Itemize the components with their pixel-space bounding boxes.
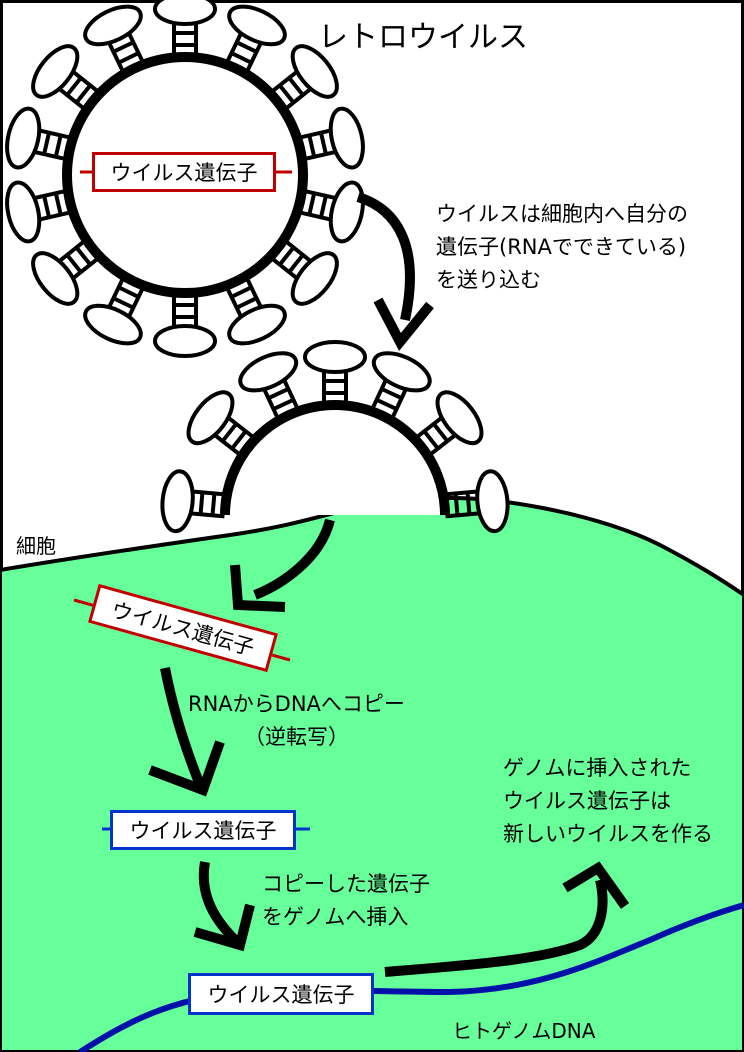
- genome-dna-line: [78, 902, 744, 1052]
- arrow-enter: [253, 518, 335, 600]
- virus-top-spike-1: [224, 4, 287, 75]
- virus-top-spike-2: [269, 44, 339, 112]
- virus-docking-spike-3: [303, 340, 367, 405]
- caption-reverse: RNAからDNAへコピー （逆転写）: [188, 688, 405, 754]
- virus-docking-spike-6: [443, 469, 510, 534]
- virus-top-spike-5: [269, 238, 339, 306]
- virus-docking-envelope: [220, 400, 450, 516]
- caption-inject: ウイルスは細胞内へ自分の 遺伝子(RNAでできている) を送り込む: [436, 198, 688, 297]
- virus-top-spike-6: [224, 275, 287, 346]
- virus-docking-spike-5: [413, 390, 484, 458]
- virus-docking-spike-0: [160, 469, 227, 534]
- virus-top-spike-9: [31, 238, 101, 306]
- caption-insert-line-1: コピーした遺伝子: [262, 872, 430, 896]
- virus-top-spike-3: [297, 106, 365, 170]
- virus-top-spike-11: [5, 106, 73, 170]
- virus-top-spike-13: [83, 4, 146, 75]
- caption-produce-line-2: ウイルス遺伝子は: [503, 789, 671, 813]
- arrow-insert: [198, 861, 239, 944]
- caption-reverse-line-2: （逆転写）: [243, 725, 349, 749]
- virus-top-spike-8: [83, 275, 146, 346]
- caption-produce-line-3: 新しいウイルスを作る: [503, 822, 713, 846]
- title: レトロウイルス: [318, 20, 528, 55]
- caption-produce: ゲノムに挿入された ウイルス遺伝子は 新しいウイルスを作る: [503, 752, 713, 851]
- virus-top-spike-7: [153, 293, 217, 358]
- virus-docking-spikes: [160, 340, 510, 534]
- caption-inject-line-3: を送り込む: [436, 268, 541, 292]
- virus-top-spike-12: [31, 44, 101, 112]
- virus-top-spike-4: [297, 180, 365, 244]
- arrow-insert-head: [193, 903, 255, 952]
- arrow-produce-head: [562, 861, 630, 909]
- arrow-reverse-head: [148, 740, 225, 797]
- virus-top-spike-0: [153, 0, 217, 57]
- arrow-produce: [384, 878, 608, 977]
- caption-insert-line-2: をゲノムへ挿入: [262, 905, 409, 929]
- virus-docking: [160, 340, 510, 534]
- arrow-inject-head: [373, 297, 434, 352]
- gene-box-dna: ウイルス遺伝子: [110, 810, 296, 850]
- caption-reverse-line-1: RNAからDNAへコピー: [188, 692, 405, 716]
- virus-docking-spike-4: [369, 351, 432, 421]
- gene-box-genome: ウイルス遺伝子: [188, 973, 374, 1015]
- caption-insert: コピーした遺伝子 をゲノムへ挿入: [262, 868, 430, 934]
- caption-inject-line-1: ウイルスは細胞内へ自分の: [436, 202, 688, 226]
- caption-produce-line-1: ゲノムに挿入された: [503, 756, 692, 780]
- gene-box-virus: ウイルス遺伝子: [92, 152, 276, 192]
- genome-label: ヒトゲノムDNA: [452, 1019, 596, 1043]
- arrow-reverse: [160, 667, 205, 787]
- virus-docking-spike-2: [238, 351, 301, 421]
- virus-top-spike-10: [5, 180, 73, 244]
- virus-docking-spike-1: [186, 390, 257, 458]
- caption-inject-line-2: 遺伝子(RNAでできている): [436, 235, 687, 259]
- arrow-enter-head: [230, 564, 286, 612]
- virus-top-spikes: [5, 0, 365, 358]
- arrow-inject: [356, 192, 415, 322]
- cell-label: 細胞: [16, 534, 56, 558]
